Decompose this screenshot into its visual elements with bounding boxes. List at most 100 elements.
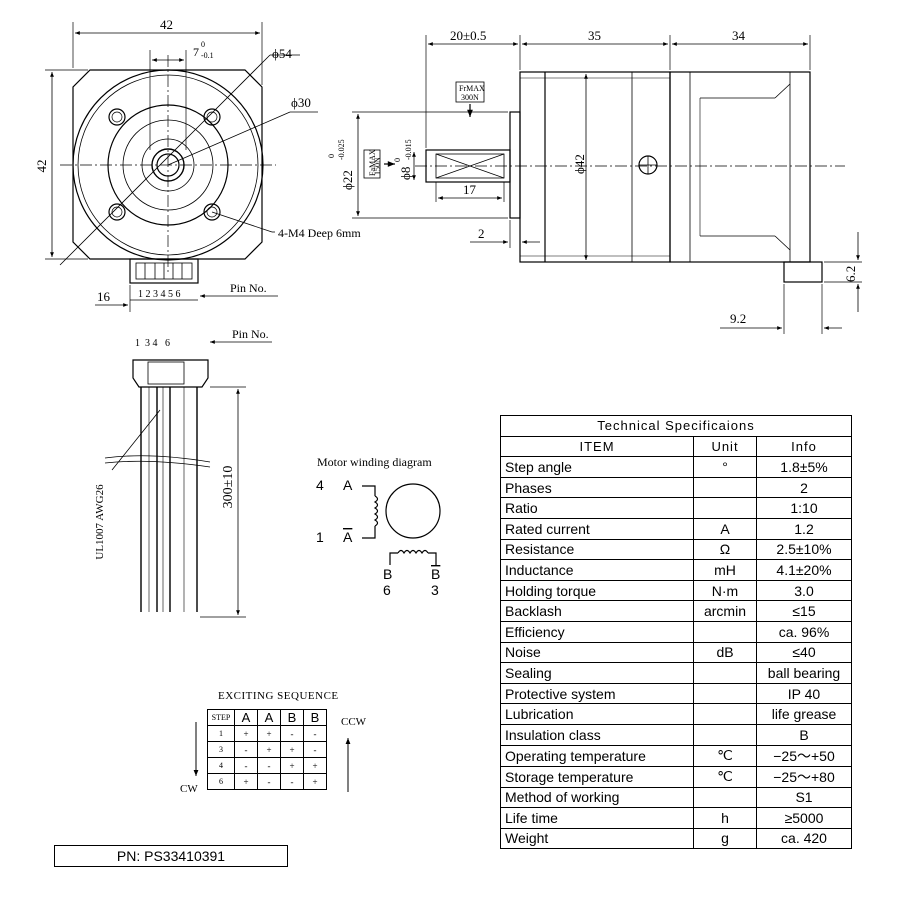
- sequence-header-row: STEP A A B B: [207, 709, 327, 726]
- pin-label: Pin No.: [230, 281, 267, 295]
- flat-tol-upper: 0: [201, 40, 205, 49]
- winding-diagram: [362, 483, 441, 565]
- spec-unit: N·m: [693, 579, 757, 602]
- side-view-labels: 20±0.5 35 34 FrMAX 300N FaMAX 150N ϕ22 0…: [327, 28, 858, 326]
- spec-unit: °: [693, 456, 757, 478]
- sequence-row: 4 - - + +: [207, 757, 327, 774]
- dim-d30: ϕ30: [291, 95, 311, 110]
- winding-pin-1: 1: [316, 529, 324, 545]
- cable-connector: [132, 359, 209, 388]
- dim-d54: ϕ54: [272, 46, 292, 61]
- sequence-cell: -: [257, 773, 281, 790]
- sequence-cell: +: [303, 757, 327, 774]
- sequence-arrows: [193, 722, 351, 792]
- spec-info: ≤15: [756, 600, 852, 622]
- spec-unit: ℃: [693, 744, 757, 767]
- spec-unit: arcmin: [693, 600, 757, 622]
- sequence-title: EXCITING SEQUENCE: [218, 690, 339, 702]
- shaft-tol-upper: 0: [393, 158, 402, 162]
- spec-info: B: [756, 723, 852, 746]
- front-view-labels: 42 7 0 -0.1 ϕ54 ϕ30 4-M4 Deep 6mm 42 16 …: [34, 17, 361, 304]
- spec-unit: ℃: [693, 765, 757, 788]
- pin-numbers: 1 2 3 4 5 6: [138, 289, 181, 300]
- spec-row: Ratio 1:10: [500, 497, 852, 519]
- dim-pilot-depth-2: 2: [478, 226, 485, 241]
- fa-max-box: [363, 149, 381, 179]
- spec-unit: g: [693, 827, 757, 850]
- cable-pins: 1 3 4 6: [135, 338, 170, 349]
- sequence-cell: +: [257, 725, 281, 742]
- spec-item: Holding torque: [500, 579, 694, 602]
- sequence-cell: 3: [207, 741, 235, 758]
- sequence-cell: +: [303, 773, 327, 790]
- fr-max-value: 300N: [461, 93, 479, 102]
- dim-connector-6-2: 6.2: [843, 266, 858, 282]
- dim-mount-holes: 4-M4 Deep 6mm: [278, 226, 361, 240]
- sequence-header-abar: A: [257, 709, 281, 726]
- pilot-boss: [509, 111, 521, 219]
- fr-max-label: FrMAX: [459, 84, 485, 93]
- winding-pin-3: 3: [431, 582, 439, 598]
- spec-item: Sealing: [500, 662, 694, 684]
- spec-row: Step angle°1.8±5%: [500, 456, 852, 478]
- rotor-circle: [385, 483, 441, 539]
- cable-view: [104, 340, 272, 618]
- winding-pin-6: 6: [383, 582, 391, 598]
- spec-info: 2: [756, 476, 852, 499]
- sequence-cell: -: [303, 741, 327, 758]
- shaft-tol-lower: -0.015: [404, 139, 413, 160]
- dim-connector-9-2: 9.2: [730, 311, 746, 326]
- spec-info: IP 40: [756, 682, 852, 705]
- spec-unit: [693, 703, 757, 725]
- sequence-row: 6 + - - +: [207, 773, 327, 790]
- spec-title: Technical Specificaions: [500, 415, 852, 437]
- spec-unit: dB: [693, 641, 757, 664]
- spec-item: Method of working: [500, 786, 694, 809]
- wire-spec: UL1007 AWG26: [94, 484, 106, 560]
- sequence-cell: -: [280, 773, 304, 790]
- gearbox-body: [519, 71, 671, 263]
- spec-item: Ratio: [500, 497, 694, 519]
- spec-item: Operating temperature: [500, 744, 694, 767]
- spec-info: 2.5±10%: [756, 538, 852, 561]
- spec-header-unit: Unit: [693, 435, 757, 458]
- sequence-row: 3 - + + -: [207, 741, 327, 758]
- coil-b: [397, 549, 429, 555]
- spec-item: Rated current: [500, 517, 694, 540]
- sequence-header-a: A: [234, 709, 258, 726]
- sequence-header-step: STEP: [207, 709, 235, 726]
- spec-item: Weight: [500, 827, 694, 850]
- flat-tol-lower: -0.1: [201, 51, 214, 60]
- mount-holes: [108, 108, 221, 221]
- fa-max-value: 150N: [373, 157, 382, 175]
- spec-unit: mH: [693, 559, 757, 581]
- sequence-cell: -: [257, 757, 281, 774]
- spec-info: 1.8±5%: [756, 456, 852, 478]
- winding-label-bbar: B: [431, 566, 440, 582]
- dim-cable-300: 300±10: [221, 466, 236, 509]
- sequence-cell: +: [257, 741, 281, 758]
- spec-header-row: ITEM Unit Info: [500, 435, 852, 458]
- spec-unit: [693, 786, 757, 809]
- spec-header-item: ITEM: [500, 435, 694, 458]
- sequence-cell: 4: [207, 757, 235, 774]
- dim-flat-7: 7: [193, 45, 199, 59]
- coil-a: [373, 495, 379, 527]
- sequence-row: 1 + + - -: [207, 725, 327, 742]
- spec-info: 1:10: [756, 497, 852, 519]
- part-number: PN: PS33410391: [54, 845, 288, 867]
- spec-item: Efficiency: [500, 620, 694, 643]
- winding-label-abar: A: [343, 529, 353, 545]
- spec-info: ≥5000: [756, 807, 852, 829]
- motor-connector: [783, 261, 823, 283]
- spec-row: Operating temperature℃−25～+50: [500, 744, 852, 767]
